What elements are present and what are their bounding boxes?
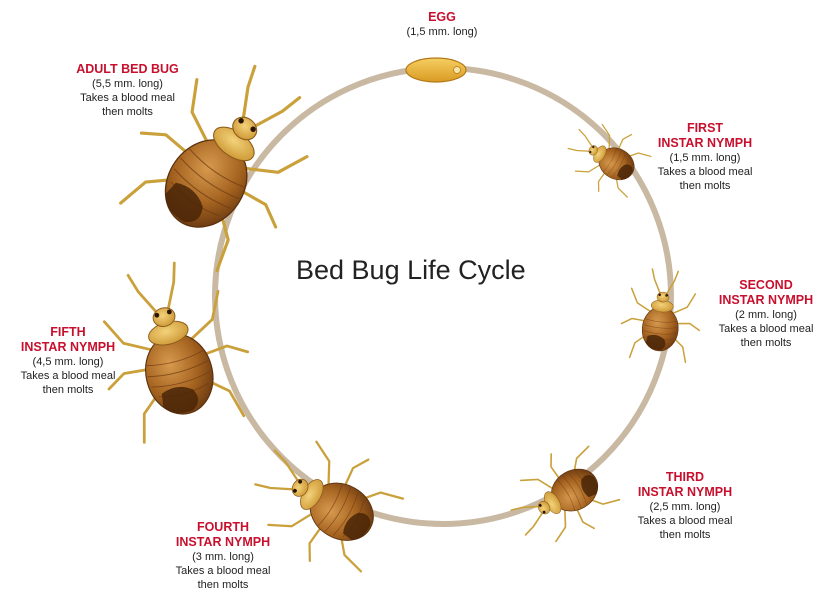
stage-name: EGG [392,10,492,25]
stage-description: (5,5 mm. long) Takes a blood meal then m… [65,77,190,119]
stage-name: FIFTH INSTAR NYMPH [8,325,128,355]
stage-label-second-instar: SECOND INSTAR NYMPH (2 mm. long) Takes a… [706,278,825,350]
stage-description: (4,5 mm. long) Takes a blood meal then m… [8,355,128,397]
stage-name: ADULT BED BUG [65,62,190,77]
stage-label-third-instar: THIRD INSTAR NYMPH (2,5 mm. long) Takes … [625,470,745,542]
stage-description: (2 mm. long) Takes a blood meal then mol… [706,308,825,350]
second-instar-nymph-illustration [619,267,705,363]
stage-name: FOURTH INSTAR NYMPH [163,520,283,550]
cycle-ring [215,68,671,524]
first-instar-nymph-illustration [557,111,655,206]
stage-label-fifth-instar: FIFTH INSTAR NYMPH (4,5 mm. long) Takes … [8,325,128,397]
stage-label-adult: ADULT BED BUG (5,5 mm. long) Takes a blo… [65,62,190,119]
stage-label-fourth-instar: FOURTH INSTAR NYMPH (3 mm. long) Takes a… [163,520,283,592]
stage-name: THIRD INSTAR NYMPH [625,470,745,500]
egg-illustration [406,58,466,82]
stage-name: FIRST INSTAR NYMPH [645,121,765,151]
stage-name: SECOND INSTAR NYMPH [706,278,825,308]
stage-description: (1,5 mm. long) Takes a blood meal then m… [645,151,765,193]
stage-description: (3 mm. long) Takes a blood meal then mol… [163,550,283,592]
stage-description: (2,5 mm. long) Takes a blood meal then m… [625,500,745,542]
stage-description: (1,5 mm. long) [392,25,492,39]
diagram-title: Bed Bug Life Cycle [296,255,526,286]
stage-label-first-instar: FIRST INSTAR NYMPH (1,5 mm. long) Takes … [645,121,765,193]
stage-label-egg: EGG (1,5 mm. long) [392,10,492,39]
